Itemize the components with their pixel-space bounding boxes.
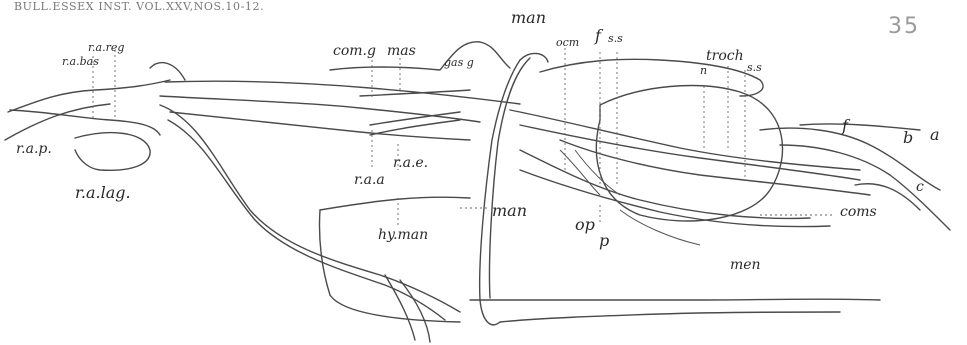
label-op: op — [575, 217, 595, 233]
label-r-a-e: r.a.e. — [393, 156, 428, 170]
label-r-a-reg: r.a.reg — [88, 42, 124, 53]
nerve-line — [385, 275, 415, 340]
label-man-mid: man — [492, 203, 527, 219]
label-n: n — [700, 65, 707, 76]
nerve-line — [520, 53, 548, 62]
nerve-line — [470, 299, 880, 300]
label-s-s-top: s.s — [608, 33, 623, 44]
nerve-line — [800, 124, 920, 130]
label-r-a-bas: r.a.bas — [62, 56, 99, 67]
nerve-branch — [575, 150, 620, 195]
nerve-loop — [596, 86, 782, 221]
nerve-line — [165, 81, 520, 104]
label-f-right: f — [842, 118, 848, 134]
label-s-s-right: s.s — [747, 62, 762, 73]
label-r-a-a: r.a.a — [354, 173, 385, 187]
nerve-loop — [75, 133, 150, 171]
nerve-line — [150, 63, 185, 80]
label-mas: mas — [387, 44, 416, 58]
label-c: c — [916, 180, 924, 194]
label-coms: coms — [840, 205, 877, 219]
nerve-line — [10, 110, 160, 135]
label-men: men — [730, 258, 761, 272]
label-r-a-p: r.a.p. — [16, 142, 52, 156]
label-r-a-lag: r.a.lag. — [75, 185, 131, 201]
nerve-line — [160, 96, 480, 122]
label-p: p — [599, 233, 609, 249]
nerve-line — [500, 312, 840, 322]
label-man-top: man — [511, 10, 546, 26]
label-hy-man: hy.man — [378, 228, 428, 242]
label-com-g: com.g — [333, 44, 376, 58]
nerve-line — [510, 110, 860, 170]
nerve-line — [360, 90, 470, 96]
label-gas-g: gas g — [444, 57, 474, 68]
nerve-line — [320, 197, 470, 210]
label-f-top: f — [595, 28, 601, 44]
label-a: a — [930, 127, 940, 143]
nerve-line — [540, 59, 763, 96]
nerve-line — [520, 150, 810, 218]
nerve-line — [489, 58, 530, 298]
label-troch: troch — [706, 49, 744, 63]
nerve-branch — [620, 210, 700, 245]
nerve-line — [5, 104, 110, 140]
label-b: b — [903, 130, 913, 146]
label-ocm: ocm — [556, 37, 579, 48]
nerve-line — [520, 125, 860, 180]
